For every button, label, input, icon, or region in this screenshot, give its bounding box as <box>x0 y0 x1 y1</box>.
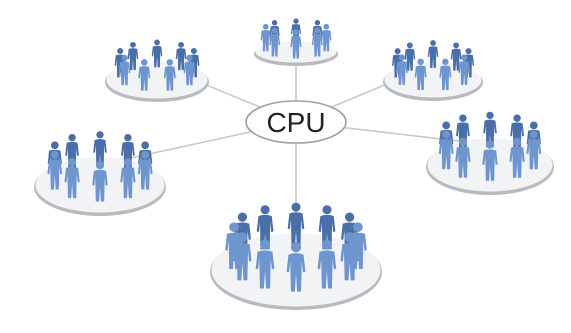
group-left <box>34 131 166 216</box>
group-bottom <box>210 202 382 310</box>
platform-disc <box>384 62 482 98</box>
group-right <box>426 111 554 195</box>
group-top-right <box>383 40 483 101</box>
platform-disc <box>106 61 208 99</box>
cpu-hub-ellipse <box>245 100 347 144</box>
platforms <box>34 18 554 310</box>
cpu-hub: CPU <box>245 100 347 144</box>
group-top-left <box>105 39 209 102</box>
cpu-hub-label: CPU <box>266 107 325 138</box>
group-top <box>254 18 338 66</box>
